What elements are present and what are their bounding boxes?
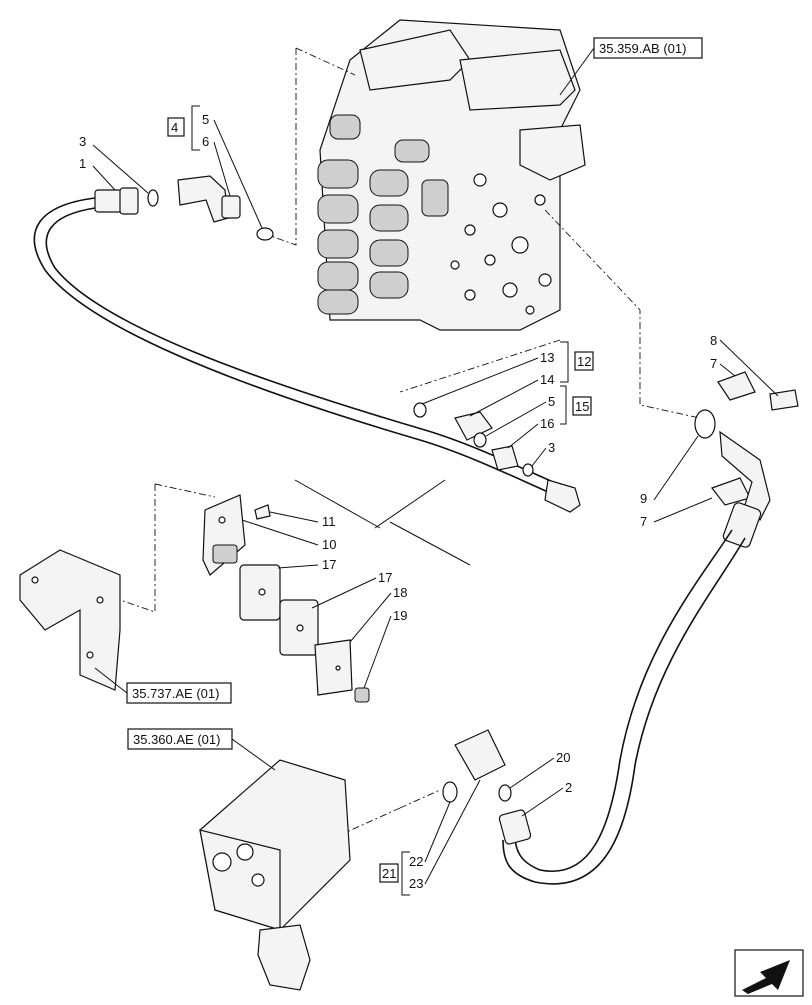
hose-1 [33,187,581,513]
group-15-frame [572,396,592,416]
callout-1[interactable]: 1 [79,156,86,171]
mounting-bracket [19,549,121,691]
callout-19[interactable]: 19 [393,608,407,623]
valve-block [199,759,351,991]
callout-5[interactable]: 5 [202,112,209,127]
callout-17a[interactable]: 17 [322,557,336,572]
callout-7b[interactable]: 7 [640,514,647,529]
o-ring-9 [694,409,716,439]
ref-valve[interactable]: 35.359.AB (01) [599,41,686,56]
valve-spools [317,114,449,315]
callout-6[interactable]: 6 [202,134,209,149]
clamp-assembly [202,494,370,703]
elbow-fitting-6 [177,175,241,223]
ref-block[interactable]: 35.360.AE (01) [133,732,220,747]
callout-22[interactable]: 22 [409,854,423,869]
o-ring-20 [498,784,512,802]
adapter-23 [454,729,506,781]
valve-ports [450,173,552,315]
group-15[interactable]: 15 [575,399,589,414]
callout-18[interactable]: 18 [393,585,407,600]
ref-bracket[interactable]: 35.737.AE (01) [132,686,219,701]
o-ring-13 [413,402,427,418]
control-valve [317,19,586,331]
callout-5b[interactable]: 5 [548,394,555,409]
fitting-16 [491,445,519,471]
next-page-arrow-icon[interactable] [734,949,804,997]
callout-17b[interactable]: 17 [378,570,392,585]
callout-23[interactable]: 23 [409,876,423,891]
callout-10[interactable]: 10 [322,537,336,552]
callout-2[interactable]: 2 [565,780,572,795]
callout-13[interactable]: 13 [540,350,554,365]
callout-3b[interactable]: 3 [548,440,555,455]
group-4-frame [167,117,185,137]
callout-9[interactable]: 9 [640,491,647,506]
group-4[interactable]: 4 [171,120,178,135]
o-ring-5 [256,227,274,241]
hose-2 [498,430,771,885]
group-12-frame [574,351,594,371]
group-21-frame [379,863,399,883]
o-ring-3 [147,189,159,207]
o-ring-5b [473,432,487,448]
callout-14[interactable]: 14 [540,372,554,387]
callout-16[interactable]: 16 [540,416,554,431]
callout-20[interactable]: 20 [556,750,570,765]
o-ring-22 [442,781,458,803]
group-12[interactable]: 12 [577,354,591,369]
o-ring-3b [522,463,534,477]
callout-3[interactable]: 3 [79,134,86,149]
callout-8[interactable]: 8 [710,333,717,348]
adapter-14 [454,411,493,441]
group-21[interactable]: 21 [382,866,396,881]
callout-7a[interactable]: 7 [710,356,717,371]
callout-11[interactable]: 11 [322,514,336,529]
